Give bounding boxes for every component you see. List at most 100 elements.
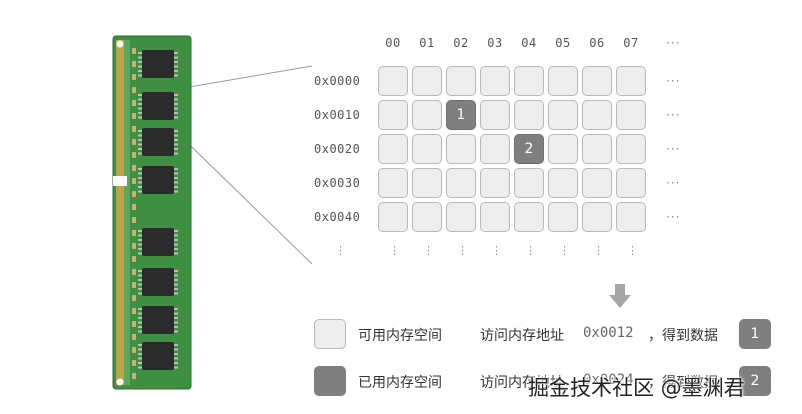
access-prefix: 访问内存地址: [480, 375, 564, 391]
chip-pin: [174, 70, 178, 72]
memory-cell-free: [378, 134, 408, 164]
memory-chip: [142, 306, 174, 334]
chip-pin: [138, 94, 142, 96]
chip-pin: [138, 239, 142, 241]
memory-cell-free: [480, 202, 510, 232]
chip-pin: [138, 74, 142, 77]
column-header: 02: [453, 36, 469, 50]
memory-chip: [142, 128, 174, 156]
chip-pin: [138, 330, 142, 333]
chip-pin: [138, 362, 142, 364]
chip-pin: [138, 357, 142, 360]
smd-component: [132, 113, 136, 119]
smd-component: [132, 373, 136, 379]
row-header: 0x0040: [314, 210, 361, 224]
chip-pin: [174, 61, 178, 63]
column-header: 00: [385, 36, 401, 50]
memory-cell-free: [412, 100, 442, 130]
memory-cell-free: [378, 202, 408, 232]
chip-pin: [174, 292, 178, 295]
more-rows-indicator: ⋮: [627, 244, 638, 257]
chip-pin: [138, 292, 142, 295]
chip-pin: [174, 274, 178, 277]
memory-cell-free: [412, 134, 442, 164]
smd-component: [132, 126, 136, 132]
mount-hole-top: [116, 40, 124, 48]
memory-chip: [142, 92, 174, 120]
chip-pin: [138, 312, 142, 315]
memory-chips: [132, 48, 178, 379]
chip-pin: [138, 317, 142, 319]
memory-cell-used: 2: [514, 134, 544, 164]
more-columns-indicator: ···: [666, 74, 681, 88]
access-address: 0x0012: [583, 325, 634, 341]
chip-pin: [138, 103, 142, 105]
chip-pin: [138, 308, 142, 310]
result-value-badge: 2: [739, 366, 771, 396]
chip-pin: [174, 248, 178, 250]
chip-pin: [138, 344, 142, 346]
chip-pin: [174, 270, 178, 272]
pcb-edge: [124, 40, 130, 385]
memory-cell-free: [480, 134, 510, 164]
memory-cell-free: [514, 100, 544, 130]
chip-pin: [174, 190, 178, 193]
legend-free-label: 可用内存空间: [358, 328, 442, 344]
smd-component: [132, 243, 136, 249]
chip-pin: [138, 143, 142, 146]
more-columns-indicator: ···: [666, 142, 681, 156]
memory-cell-free: [412, 168, 442, 198]
smd-component: [132, 204, 136, 210]
more-columns-indicator: ···: [666, 210, 681, 224]
memory-cell-free: [548, 66, 578, 96]
chip-pin: [138, 234, 142, 237]
memory-cell-free: [480, 66, 510, 96]
more-columns-indicator: ···: [666, 36, 681, 50]
smd-component: [132, 321, 136, 327]
memory-chip: [142, 228, 174, 256]
column-header: 04: [521, 36, 537, 50]
memory-cell-free: [446, 168, 476, 198]
chip-pin: [174, 230, 178, 232]
memory-cell-free: [582, 100, 612, 130]
memory-cell-free: [446, 66, 476, 96]
smd-component: [132, 347, 136, 353]
chip-pin: [174, 283, 178, 286]
smd-component: [132, 61, 136, 67]
memory-cell-free: [582, 134, 612, 164]
chip-pin: [174, 65, 178, 68]
column-header: 06: [589, 36, 605, 50]
memory-chip: [142, 268, 174, 296]
chip-pin: [174, 152, 178, 155]
chip-pin: [174, 279, 178, 281]
chip-pin: [174, 357, 178, 360]
chip-pin: [138, 288, 142, 290]
chip-pin: [138, 348, 142, 351]
column-header: 01: [419, 36, 435, 50]
memory-cell-free: [548, 202, 578, 232]
legend-used-label: 已用内存空间: [358, 375, 442, 391]
chip-pin: [138, 172, 142, 175]
chip-pin: [174, 134, 178, 137]
chip-pin: [174, 344, 178, 346]
chip-pin: [174, 56, 178, 59]
chip-pin: [174, 186, 178, 188]
more-rows-indicator: ⋮: [335, 244, 346, 257]
memory-cell-free: [480, 168, 510, 198]
row-header: 0x0010: [314, 108, 361, 122]
access-prefix: 访问内存地址: [480, 328, 564, 344]
chip-pin: [174, 330, 178, 333]
more-columns-indicator: ···: [666, 176, 681, 190]
memory-cell-free: [378, 100, 408, 130]
chip-pin: [138, 70, 142, 72]
column-header: 03: [487, 36, 503, 50]
memory-cell-free: [514, 66, 544, 96]
smd-component: [132, 308, 136, 314]
chip-pin: [174, 168, 178, 170]
row-header: 0x0030: [314, 176, 361, 190]
memory-chip: [142, 342, 174, 370]
more-rows-indicator: ⋮: [389, 244, 400, 257]
chip-pin: [174, 52, 178, 54]
memory-cell-free: [514, 168, 544, 198]
